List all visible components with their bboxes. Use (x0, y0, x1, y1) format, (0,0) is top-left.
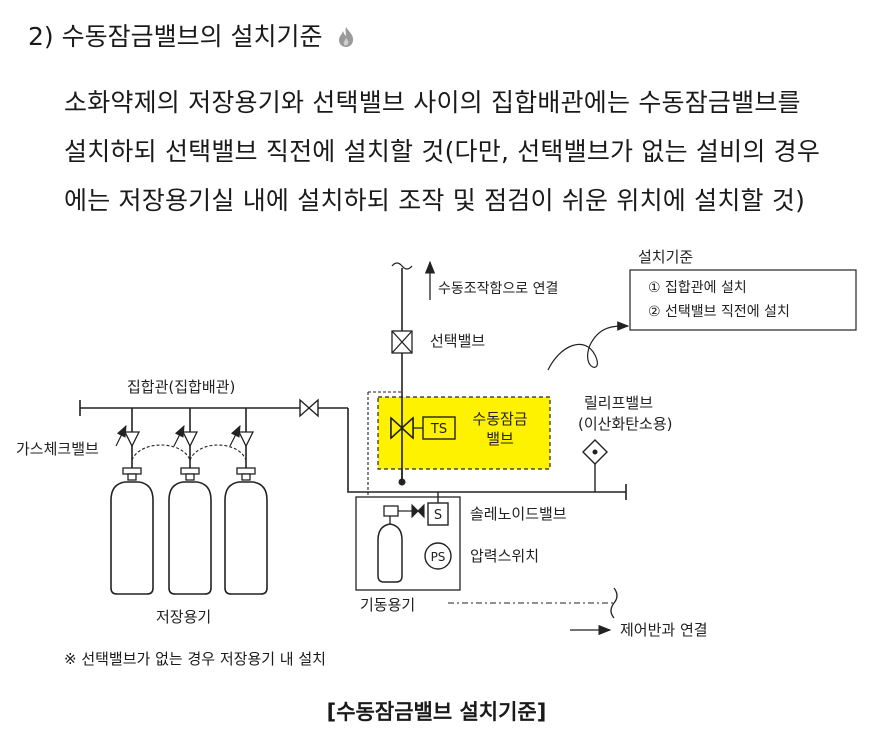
flame-icon (337, 23, 355, 57)
ts-box (422, 416, 456, 440)
storage-cylinders (110, 467, 268, 595)
paragraph-line-3: 에는 저장용기실 내에 설치하되 조작 및 점검이 쉬운 위치에 설치할 것) (64, 186, 806, 215)
heading-text: 2) 수동잠금밸브의 설치기준 (28, 22, 323, 51)
relief-valve-label-2: (이산화탄소용) (578, 415, 673, 433)
description-paragraph: 소화약제의 저장용기와 선택밸브 사이의 집합배관에는 수동잠금밸브를 설치하되… (64, 78, 864, 225)
ps-label: PS (431, 550, 446, 564)
manual-box-link-label: 수동조작함으로 연결 (438, 281, 558, 297)
figure-caption: [수동잠금밸브 설치기준] (326, 700, 547, 724)
check-valve-label: 가스체크밸브 (16, 440, 99, 458)
pipe-break-top (391, 262, 413, 270)
solenoid-label: 솔레노이드밸브 (470, 505, 567, 523)
ps-gauge (424, 542, 452, 570)
control-panel-label: 제어반과 연결 (620, 621, 708, 639)
footnote: ※ 선택밸브가 없는 경우 저장용기 내 설치 (64, 650, 326, 668)
criteria-title: 설치기준 (638, 248, 693, 266)
criteria-box (629, 269, 857, 331)
selector-valve-label: 선택밸브 (430, 332, 485, 350)
relief-valve-label-1: 릴리프밸브 (584, 394, 653, 412)
pilot-cylinder (377, 505, 403, 583)
pilot-cylinder-label: 기동용기 (360, 596, 415, 614)
solenoid-valve-symbol (411, 503, 425, 519)
paragraph-line-1: 소화약제의 저장용기와 선택밸브 사이의 집합배관에는 수동잠금밸브를 (64, 88, 801, 117)
manual-lock-label-1: 수동잠금 (472, 410, 527, 428)
manual-lock-valve-symbol (390, 416, 414, 440)
manual-lock-label-2: 밸브 (486, 430, 514, 448)
collecting-pipe-label: 집합관(집합배관) (127, 378, 235, 396)
s-label: S (434, 508, 442, 523)
criteria-pointer (547, 321, 630, 371)
gas-check-valves (115, 408, 255, 470)
collecting-pipe-valve (299, 398, 319, 418)
ts-label: TS (430, 422, 447, 437)
criteria-item-2: ② 선택밸브 직전에 설치 (648, 304, 790, 320)
pressure-switch-label: 압력스위치 (470, 547, 539, 565)
section-heading: 2) 수동잠금밸브의 설치기준 (28, 20, 355, 57)
storage-label: 저장용기 (156, 608, 211, 626)
manual-lock-highlight (377, 396, 551, 470)
installation-diagram: 설치기준 ① 집합관에 설치 ② 선택밸브 직전에 설치 수동조작함으로 연결 … (16, 248, 857, 639)
relief-valve-symbol (582, 439, 608, 492)
selector-valve-symbol (391, 330, 413, 354)
criteria-item-1: ① 집합관에 설치 (648, 280, 747, 296)
paragraph-line-2: 설치하되 선택밸브 직전에 설치할 것(다만, 선택밸브가 없는 설비의 경우 (64, 137, 821, 166)
